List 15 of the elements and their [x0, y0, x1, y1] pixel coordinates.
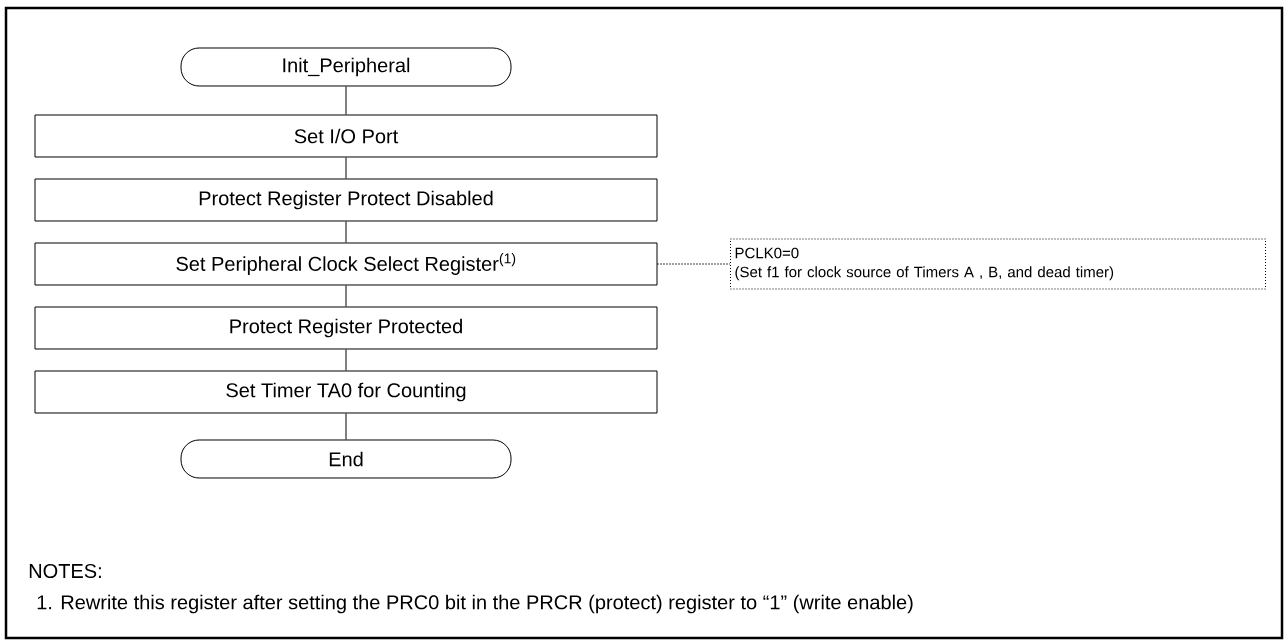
connector: [345, 221, 347, 243]
process-box: Set Peripheral Clock Select Register$^{(1)}$: [34, 242, 658, 286]
process-box: Protect Register Protect Disabled: [34, 178, 658, 222]
process-box: Set I/O Port: [34, 114, 658, 158]
connector: [345, 285, 347, 307]
notes-heading: NOTES:: [29, 563, 101, 579]
connector: [656, 263, 731, 265]
connector: [345, 413, 347, 440]
process-box: Protect Register Protected: [34, 306, 658, 350]
connector: [345, 86, 347, 115]
connector: [345, 157, 347, 179]
connector: [345, 349, 347, 371]
process-box: Set Timer TA0 for Counting: [34, 370, 658, 414]
note-box: PCLK0=0 (Set f1 for clock source of Timers A , B, and dead timer): [730, 238, 1266, 290]
note-text: 1. Rewrite this register after setting the PRC0 bit in the PRCR (protect) register to “1” (write enable): [37, 594, 913, 614]
